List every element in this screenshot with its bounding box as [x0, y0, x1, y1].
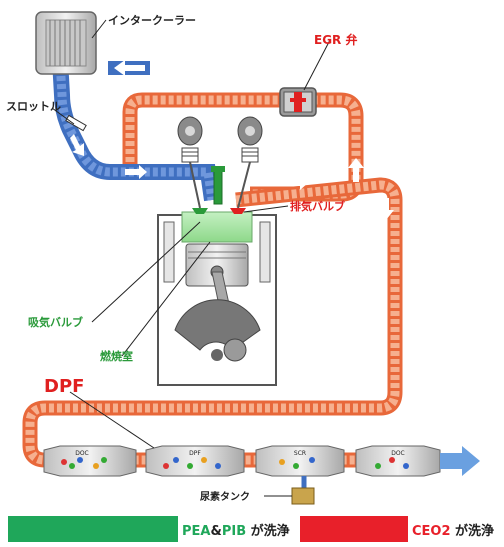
legend-swatch-green	[8, 516, 178, 542]
flow-arrow-icon	[348, 158, 364, 182]
flow-arrow-icon	[70, 134, 84, 156]
legend-label-ceo2: CEO2 が洗浄	[412, 520, 494, 539]
intake-camshaft	[177, 116, 203, 146]
label-exhaust-valve: 排気バルブ	[290, 199, 345, 213]
legend-pib: PIB	[221, 524, 247, 539]
legend-amp: &	[210, 524, 222, 539]
crankshaft	[174, 299, 261, 362]
unit-label-dpf: DPF	[189, 450, 201, 457]
unit-label-scr: SCR	[294, 450, 306, 457]
label-egr-valve: EGR 弁	[314, 32, 357, 47]
egr-valve	[279, 87, 317, 117]
legend-swatch-red	[300, 516, 408, 542]
legend-ceo2-suffix: が洗浄	[450, 524, 495, 539]
legend-ceo2: CEO2	[412, 524, 451, 539]
doc-unit-2	[355, 445, 441, 477]
unit-label-doc-1: DOC	[75, 450, 89, 457]
label-urea-tank: 尿素タンク	[200, 490, 250, 503]
urea-tank	[291, 476, 315, 505]
exhaust-camshaft	[237, 116, 263, 146]
label-intake-valve: 吸気バルブ	[28, 315, 83, 329]
flow-arrow-icon	[318, 112, 332, 130]
flow-arrow-icon	[286, 176, 308, 190]
flow-arrow-icon	[125, 165, 147, 179]
outlet-arrow-icon	[440, 446, 480, 476]
flow-arrow-icon	[114, 60, 145, 76]
unit-label-doc-2: DOC	[391, 450, 405, 457]
label-intercooler: インタークーラー	[108, 14, 196, 27]
label-dpf: DPF	[44, 376, 84, 397]
throttle-valve	[65, 114, 87, 132]
intercooler	[35, 11, 97, 75]
combustion-chamber	[181, 211, 253, 243]
intake-valve	[181, 147, 208, 214]
dpf-unit	[145, 445, 245, 477]
legend-pea: PEA	[182, 524, 211, 539]
fuel-injector	[211, 166, 225, 205]
legend: PEA&PIB が洗浄 CEO2 が洗浄	[0, 516, 504, 542]
flow-arrow-icon	[378, 198, 394, 220]
doc-unit-1	[43, 445, 137, 477]
scr-unit	[255, 445, 345, 477]
legend-pea-suffix: が洗浄	[246, 524, 290, 539]
label-throttle: スロットル	[6, 100, 61, 113]
leader-lines	[51, 19, 331, 497]
label-combustion-chamber: 燃焼室	[99, 349, 133, 363]
exhaust-main-pipe	[22, 177, 440, 468]
legend-label-pea-pib: PEA&PIB が洗浄	[182, 520, 290, 539]
exhaust-valve	[230, 147, 259, 214]
